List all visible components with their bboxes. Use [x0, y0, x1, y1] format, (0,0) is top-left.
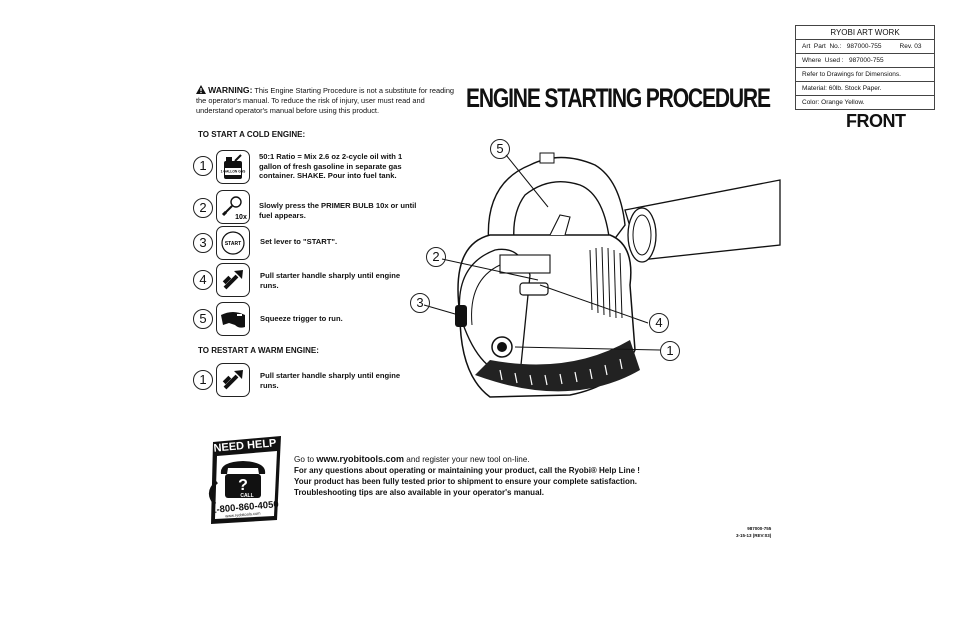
warning-label: WARNING:	[208, 85, 253, 95]
art-part-no: Art Part No.: 987000-755 Rev. 03	[796, 40, 934, 54]
tested-text: Your product has been fully tested prior…	[294, 477, 638, 486]
primer-count: 10x	[235, 214, 247, 221]
step-text: Pull starter handle sharply until engine…	[260, 371, 401, 390]
diagram-callout-5: 5	[490, 139, 510, 159]
need-help-badge: NEED HELP ? CALL 1-800-860-4050 www.ryob…	[209, 436, 281, 524]
step-number: 2	[193, 198, 213, 218]
register-line: Go to www.ryobitools.com and register yo…	[294, 454, 530, 466]
ryobi-link[interactable]: www.ryobitools.com	[316, 454, 404, 464]
start-lever-icon: START	[216, 226, 250, 260]
gas-can-label: 1 GALLON GAS	[221, 170, 247, 174]
help-url: www.ryobitools.com	[225, 510, 261, 518]
need-help-title: NEED HELP	[213, 437, 277, 454]
leaf-blower-diagram	[423, 152, 781, 398]
cold-engine-heading: TO START A COLD ENGINE:	[198, 130, 306, 139]
step-number: 3	[193, 233, 213, 253]
front-label: FRONT	[846, 111, 906, 131]
diagram-callout-3: 3	[410, 293, 430, 313]
step-number: 4	[193, 270, 213, 290]
color-note: Color: Orange Yellow.	[802, 99, 865, 106]
register-prefix: Go to	[294, 455, 317, 464]
warning-block: WARNING: This Engine Starting Procedure …	[196, 85, 458, 116]
diagram-callout-1: 1	[660, 341, 680, 361]
art-box-header: RYOBI ART WORK	[796, 26, 934, 40]
part-code-block: 987000-755 3-15-13 (REV:03)	[736, 525, 771, 539]
step-text: Set lever to "START".	[260, 237, 338, 246]
dimensions-note: Refer to Drawings for Dimensions.	[796, 68, 934, 82]
troubleshooting-text: Troubleshooting tips are also available …	[294, 488, 544, 497]
warning-triangle-icon	[196, 85, 206, 94]
gas-can-icon: 1 GALLON GAS	[216, 150, 250, 184]
help-line-text: For any questions about operating or mai…	[294, 466, 640, 475]
diagram-callout-4: 4	[649, 313, 669, 333]
step-text: Slowly press the PRIMER BULB 10x or unti…	[259, 201, 417, 220]
step-text: Pull starter handle sharply until engine…	[260, 271, 401, 290]
step-number: 1	[193, 156, 213, 176]
page-title: ENGINE STARTING PROCEDURE	[466, 83, 771, 113]
warm-engine-heading: TO RESTART A WARM ENGINE:	[198, 346, 319, 355]
pull-starter-icon	[216, 363, 250, 397]
start-label: START	[225, 241, 241, 247]
step-text: 50:1 Ratio = Mix 2.6 oz 2-cycle oil with…	[259, 152, 403, 180]
warning-text: This Engine Starting Procedure is not a …	[196, 86, 455, 115]
question-mark-icon: ?	[238, 477, 248, 494]
where-used: Where Used : 987000-755	[796, 54, 934, 68]
material-note: Material: 60lb. Stock Paper.	[796, 82, 934, 96]
primer-bulb-icon: 10x	[216, 190, 250, 224]
trigger-icon	[216, 302, 250, 336]
step-text: Squeeze trigger to run.	[260, 314, 343, 323]
date-code: 3-15-13 (REV:03)	[736, 533, 772, 538]
register-suffix: and register your new tool on-line.	[404, 455, 530, 464]
part-code: 987000-755	[747, 526, 772, 531]
art-work-box: RYOBI ART WORK Art Part No.: 987000-755 …	[795, 25, 935, 110]
call-label: CALL	[240, 493, 253, 499]
pull-starter-icon	[216, 263, 250, 297]
step-number: 1	[193, 370, 213, 390]
diagram-callout-2: 2	[426, 247, 446, 267]
step-number: 5	[193, 309, 213, 329]
